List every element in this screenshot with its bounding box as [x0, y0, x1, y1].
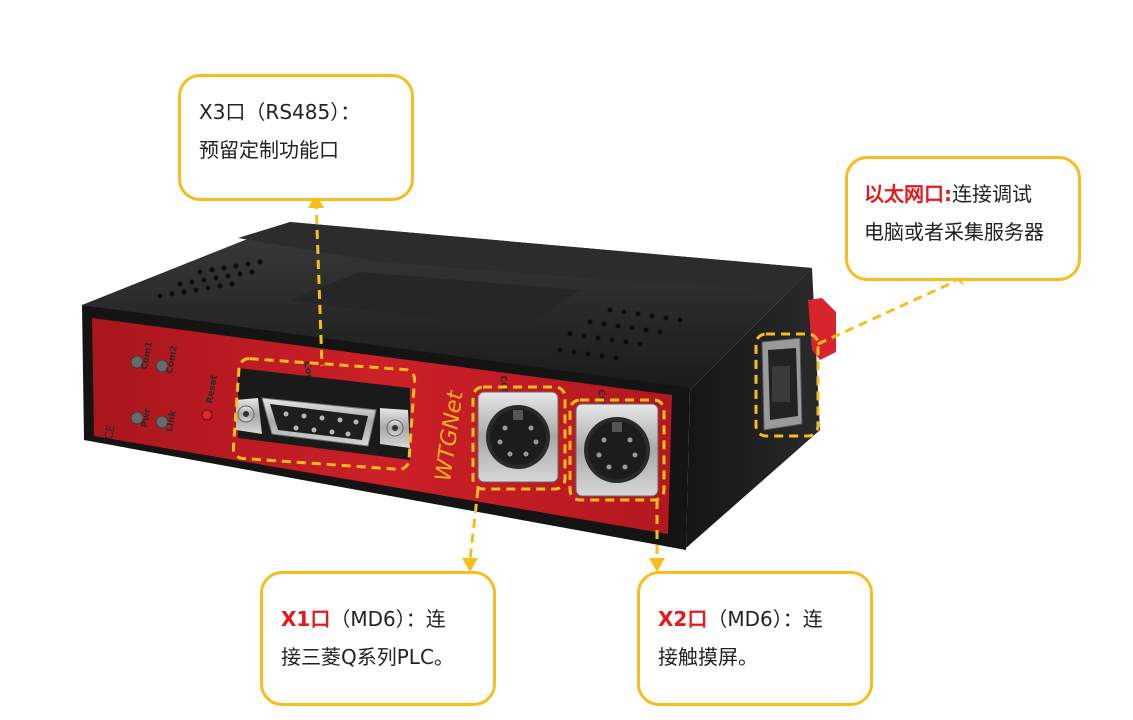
label-com2: Com2 — [165, 345, 180, 375]
label-pwr: Pwr — [140, 407, 153, 428]
leader-ethernet — [817, 279, 957, 346]
highlight-x1 — [471, 385, 567, 491]
callout-x1-port: X1口（MD6）：连 接三菱Q系列PLC。 — [260, 571, 496, 706]
led-com2 — [155, 359, 169, 373]
ce-mark: CE — [102, 424, 117, 441]
leader-x3 — [314, 199, 324, 367]
callout-ethernet-title: 以太网口: — [864, 182, 952, 206]
callout-x1-title: X1口 — [281, 607, 331, 631]
callout-x2-line2: 接触摸屏。 — [658, 645, 758, 669]
db9-port-x3 — [236, 368, 410, 460]
callout-x3-line1: X3口（RS485）： — [199, 100, 361, 124]
highlight-x2 — [568, 398, 666, 502]
callout-x3-line2: 预留定制功能口 — [199, 138, 339, 162]
callout-x2-title: X2口 — [658, 607, 708, 631]
callout-x2-line1: （MD6）：连 — [707, 607, 823, 631]
led-com1 — [130, 355, 144, 369]
led-link — [155, 415, 169, 429]
highlight-ethernet — [754, 332, 820, 438]
label-com1: Com1 — [140, 341, 155, 371]
status-leds — [130, 355, 213, 429]
md6-port-x2 — [575, 403, 659, 497]
callout-x2-port: X2口（MD6）：连 接触摸屏。 — [637, 571, 873, 706]
leader-x1 — [468, 488, 480, 561]
leader-lines — [314, 199, 957, 561]
md6-port-x1 — [477, 391, 559, 483]
callout-x1-line1: （MD6）：连 — [330, 607, 446, 631]
callout-x1-line2: 接三菱Q系列PLC。 — [281, 645, 454, 669]
callout-ethernet-port: 以太网口:连接调试 电脑或者采集服务器 — [845, 156, 1081, 281]
ethernet-port — [761, 337, 803, 431]
label-link: Link — [165, 409, 179, 433]
callout-ethernet-line2: 电脑或者采集服务器 — [864, 220, 1044, 244]
reset-button — [201, 409, 213, 421]
callout-ethernet-line1: 连接调试 — [952, 182, 1032, 206]
led-pwr — [130, 411, 144, 425]
device-body — [82, 222, 836, 550]
port-highlights — [231, 332, 820, 502]
highlight-x3 — [231, 357, 417, 471]
callout-x3-port: X3口（RS485）： 预留定制功能口 — [178, 74, 414, 201]
